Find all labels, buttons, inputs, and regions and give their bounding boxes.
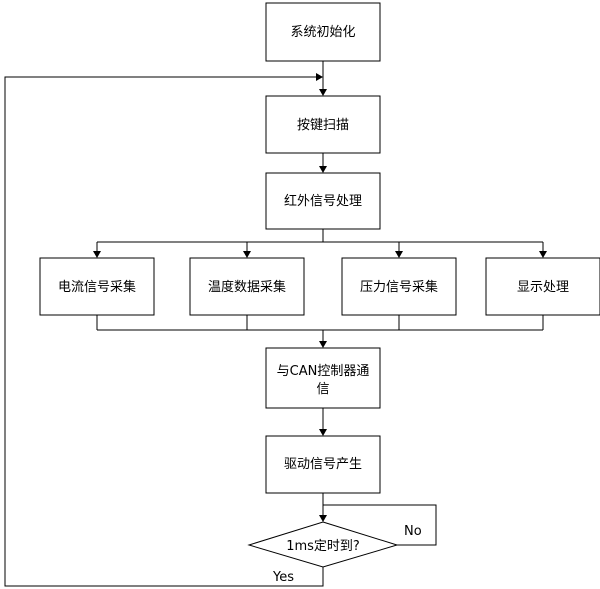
arrow-into-temp bbox=[243, 251, 251, 258]
label-decision: 1ms定时到? bbox=[286, 539, 360, 554]
node-init bbox=[265, 2, 381, 62]
arrow-yes-return bbox=[316, 73, 323, 81]
arrow-into-drive bbox=[319, 429, 327, 436]
arrow-into-display bbox=[539, 251, 547, 258]
edge-yes-loop bbox=[4, 76, 324, 587]
label-scan: 按键扫描 bbox=[297, 118, 349, 133]
label-current: 电流信号采集 bbox=[58, 279, 136, 295]
label-drive: 驱动信号产生 bbox=[284, 457, 362, 472]
arrow-into-current bbox=[93, 251, 101, 258]
label-ir: 红外信号处理 bbox=[284, 193, 362, 209]
node-temp bbox=[189, 257, 305, 316]
arrow-into-pressure bbox=[395, 251, 403, 258]
label-display: 显示处理 bbox=[517, 280, 569, 295]
label-can-line2: 信 bbox=[316, 382, 329, 397]
node-scan bbox=[265, 95, 381, 154]
arrow-into-can bbox=[319, 341, 327, 348]
node-current bbox=[39, 257, 155, 316]
label-can-line1: 与CAN控制器通 bbox=[277, 364, 370, 379]
label-init: 系统初始化 bbox=[290, 25, 355, 40]
node-can bbox=[265, 347, 381, 409]
arrow-into-decision bbox=[319, 515, 327, 522]
label-edge-yes: Yes bbox=[272, 570, 294, 585]
arrow-into-ir bbox=[319, 166, 327, 173]
label-pressure: 压力信号采集 bbox=[360, 279, 438, 295]
edge-no-loop bbox=[323, 504, 437, 546]
arrow-into-scan bbox=[319, 89, 327, 96]
node-ir bbox=[265, 172, 381, 230]
node-decision bbox=[247, 521, 399, 568]
label-temp: 温度数据采集 bbox=[208, 279, 286, 295]
node-display bbox=[485, 257, 600, 316]
label-edge-no: No bbox=[404, 524, 422, 539]
node-pressure bbox=[341, 257, 457, 316]
node-drive bbox=[265, 435, 381, 494]
